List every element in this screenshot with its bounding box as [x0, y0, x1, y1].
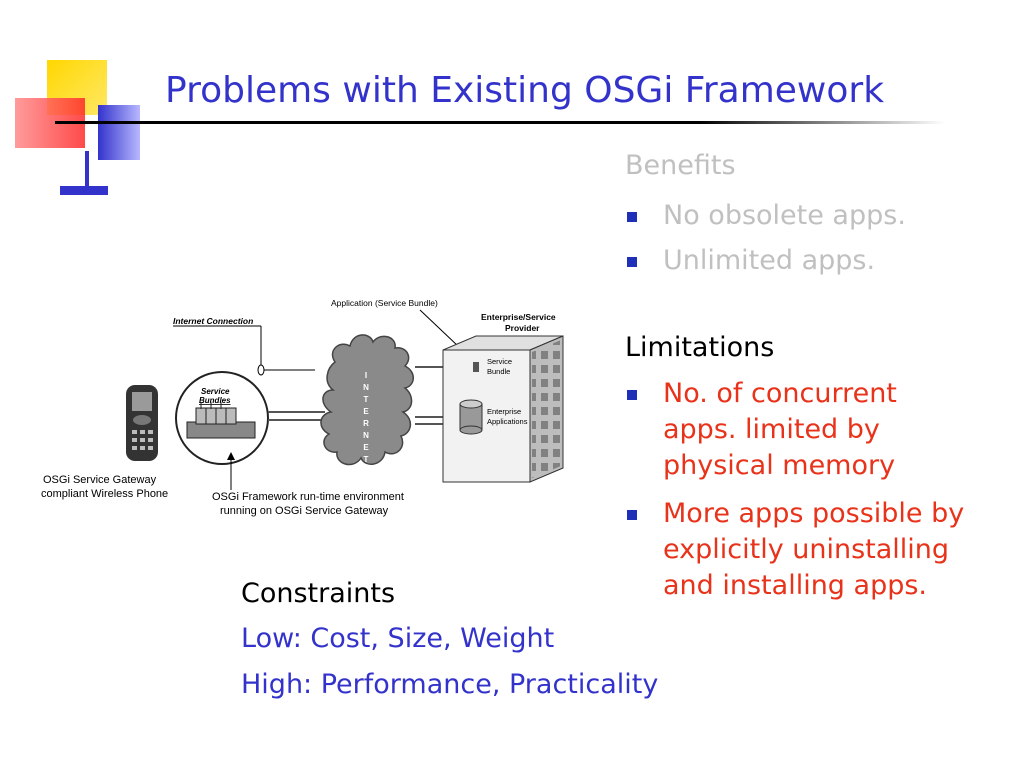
title-underline	[55, 121, 945, 124]
service-bundle-label-1: Service	[487, 357, 512, 366]
framework-caption-line1: OSGi Framework run-time environment	[212, 491, 404, 503]
service-bundles-label-1: Service	[201, 387, 230, 396]
enterprise-building-icon	[442, 335, 564, 483]
internet-letter: E	[363, 443, 369, 452]
internet-connection-label: Internet Connection	[173, 316, 253, 326]
limitation-line: apps. limited by	[663, 414, 880, 445]
benefits-heading: Benefits	[625, 150, 736, 181]
constraints-heading: Constraints	[241, 578, 396, 609]
blue-square	[98, 105, 140, 160]
internet-letter: R	[363, 419, 369, 428]
bullet-square-icon	[627, 510, 637, 520]
blue-bar-horizontal	[60, 186, 108, 195]
internet-letter: N	[363, 383, 369, 392]
service-bundles-label-2: Bundles	[199, 396, 231, 405]
internet-letter: T	[364, 395, 369, 404]
limitation-line: More apps possible by	[663, 498, 965, 529]
wireless-phone-icon	[126, 385, 158, 461]
slide-title: Problems with Existing OSGi Framework	[165, 70, 885, 111]
internet-letter: N	[363, 431, 369, 440]
connector-icon	[257, 364, 265, 376]
internet-cloud-icon	[320, 334, 414, 466]
phone-caption-line2: compliant Wireless Phone	[41, 488, 168, 500]
list-item: No. of concurrent apps. limited by physi…	[625, 376, 1020, 484]
blue-bar-vertical	[85, 151, 89, 191]
framework-caption-line2: running on OSGi Service Gateway	[220, 505, 389, 517]
internet-connection-line	[260, 326, 315, 371]
limitation-line: physical memory	[663, 450, 896, 481]
benefit-text: No obsolete apps.	[663, 200, 906, 231]
enterprise-applications-label-2: Applications	[487, 417, 528, 426]
limitations-heading: Limitations	[625, 332, 775, 363]
enterprise-applications-label-1: Enterprise	[487, 407, 521, 416]
benefits-list: No obsolete apps. Unlimited apps.	[625, 198, 1015, 288]
constraints-high: High: Performance, Practicality	[241, 669, 659, 700]
enterprise-provider-label-2: Provider	[505, 323, 540, 333]
internet-letter: T	[364, 455, 369, 464]
limitations-list: No. of concurrent apps. limited by physi…	[625, 376, 1020, 604]
application-bundle-label: Application (Service Bundle)	[331, 298, 438, 308]
database-icon	[459, 399, 483, 435]
list-item: Unlimited apps.	[625, 243, 1015, 288]
bullet-square-icon	[627, 257, 637, 267]
internet-letter: E	[363, 407, 369, 416]
constraints-low: Low: Cost, Size, Weight	[241, 623, 555, 654]
service-bundle-label-2: Bundle	[487, 367, 510, 376]
bullet-square-icon	[627, 212, 637, 222]
limitation-line: explicitly uninstalling	[663, 534, 950, 565]
decorative-squares	[10, 55, 150, 200]
enterprise-provider-label-1: Enterprise/Service	[481, 312, 556, 322]
limitation-line: No. of concurrent	[663, 378, 897, 409]
phone-caption-line1: OSGi Service Gateway	[43, 474, 157, 486]
list-item: No obsolete apps.	[625, 198, 1015, 243]
title-underline-fade	[700, 121, 945, 124]
bundle-stack	[186, 402, 256, 439]
service-bundle-icon	[473, 362, 479, 372]
limitation-line: and installing apps.	[663, 570, 928, 601]
osgi-architecture-diagram: OSGi Service Gateway compliant Wireless …	[41, 298, 564, 517]
internet-letter: I	[365, 371, 367, 380]
benefit-text: Unlimited apps.	[663, 245, 876, 276]
list-item: More apps possible by explicitly uninsta…	[625, 496, 1020, 604]
bullet-square-icon	[627, 390, 637, 400]
